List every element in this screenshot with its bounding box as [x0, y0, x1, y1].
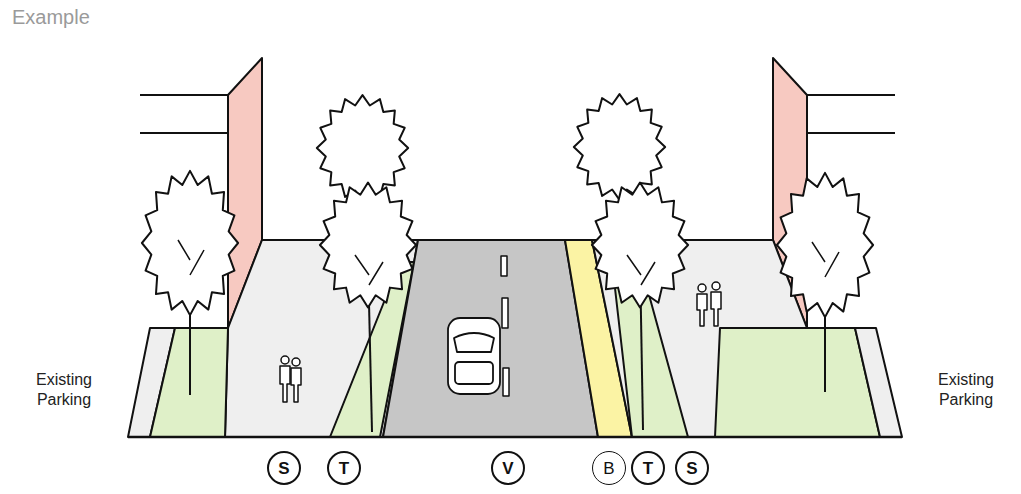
- side-label: Existing Parking: [916, 370, 1016, 410]
- pedestrians: [280, 282, 721, 402]
- tree: [777, 173, 873, 392]
- label-circle: B: [592, 451, 626, 485]
- circle-letter: B: [603, 460, 614, 477]
- label-circle: T: [327, 451, 361, 485]
- label-circle: S: [675, 451, 709, 485]
- lawn: [715, 328, 880, 437]
- label-circle: V: [491, 451, 525, 485]
- tree: [574, 94, 688, 430]
- label-circle: S: [267, 451, 301, 485]
- label-circle: T: [631, 451, 665, 485]
- road: [383, 240, 598, 437]
- circle-letter: T: [339, 460, 349, 477]
- diagram-title: Example: [12, 6, 90, 29]
- tree: [142, 171, 238, 395]
- car: [448, 318, 500, 394]
- side-label: Existing Parking: [14, 370, 114, 410]
- tree: [317, 95, 416, 432]
- parking-strip: [855, 328, 902, 437]
- circle-letter: S: [686, 460, 697, 477]
- circle-letter: T: [643, 460, 653, 477]
- circle-letter: V: [502, 460, 513, 477]
- circle-letter: S: [278, 460, 289, 477]
